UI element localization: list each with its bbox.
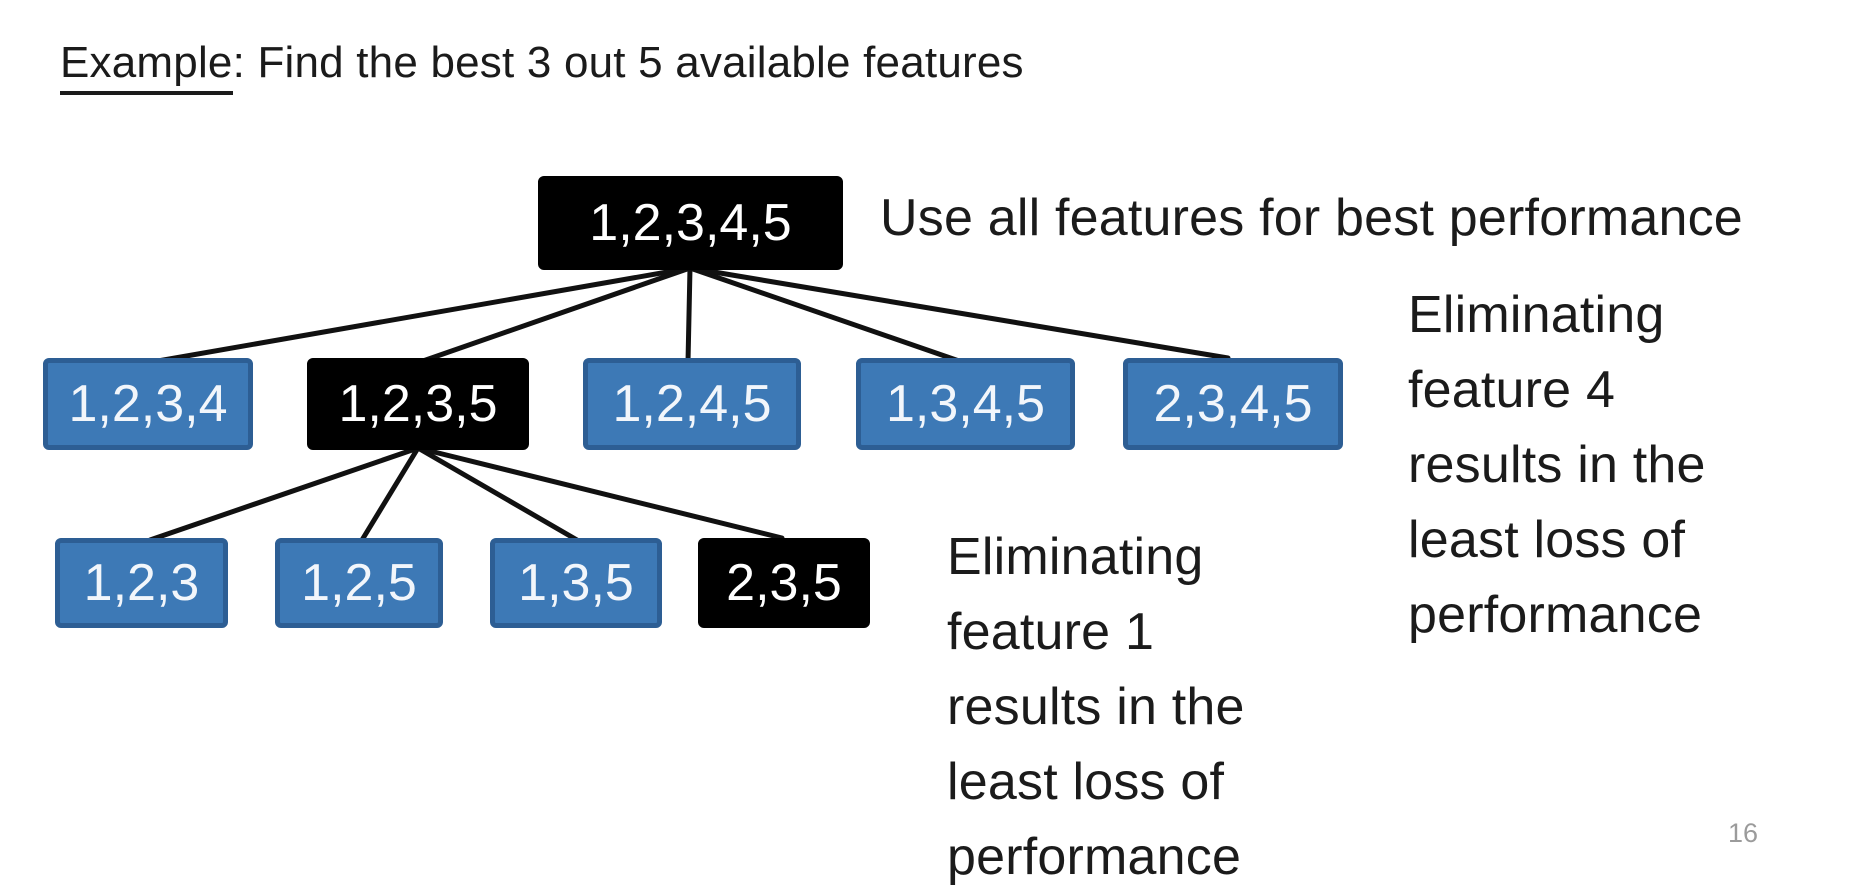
edge-root-to-1245 <box>685 265 693 365</box>
tree-node-235-label: 2,3,5 <box>726 554 842 612</box>
annotation-line: least loss of <box>1408 511 1686 569</box>
annotation-line: results in the <box>1408 436 1706 494</box>
slide-title: Example: Find the best 3 out 5 available… <box>60 38 1024 95</box>
annotation-eliminate-feature-1: Eliminating feature 1 results in the lea… <box>947 520 1245 894</box>
tree-node-2345-label: 2,3,4,5 <box>1153 375 1313 433</box>
annotation-eliminate-feature-4: Eliminating feature 4 results in the lea… <box>1408 278 1706 653</box>
tree-node-1234: 1,2,3,4 <box>43 358 253 450</box>
slide-title-rest: : Find the best 3 out 5 available featur… <box>232 38 1024 87</box>
edge-1235-to-135 <box>415 445 580 543</box>
annotation-line: results in the <box>947 678 1245 736</box>
tree-node-1234-label: 1,2,3,4 <box>68 375 228 433</box>
edge-root-to-1235 <box>417 265 693 365</box>
annotation-line: Eliminating <box>947 528 1204 586</box>
edge-root-to-1234 <box>149 265 693 365</box>
edge-root-to-2345 <box>687 265 1231 361</box>
slide-title-underlined-word: Example <box>60 38 233 95</box>
annotation-line: feature 1 <box>947 603 1155 661</box>
edge-1235-to-235 <box>415 445 785 541</box>
tree-node-125-label: 1,2,5 <box>301 554 417 612</box>
annotation-line: performance <box>1408 586 1703 644</box>
annotation-line: least loss of <box>947 753 1225 811</box>
tree-node-1345: 1,3,4,5 <box>856 358 1075 450</box>
tree-node-root-label: 1,2,3,4,5 <box>589 194 792 252</box>
tree-node-1235: 1,2,3,5 <box>307 358 529 450</box>
tree-node-125: 1,2,5 <box>275 538 443 628</box>
tree-node-1345-label: 1,3,4,5 <box>885 375 1046 433</box>
edge-1235-to-123 <box>147 445 421 543</box>
annotation-line: Eliminating <box>1408 286 1665 344</box>
annotation-root-note: Use all features for best performance <box>880 189 1743 247</box>
tree-node-root: 1,2,3,4,5 <box>538 176 843 270</box>
tree-node-235: 2,3,5 <box>698 538 870 628</box>
page-number: 16 <box>1728 818 1759 848</box>
tree-node-123-label: 1,2,3 <box>83 554 200 612</box>
tree-node-2345: 2,3,4,5 <box>1123 358 1343 450</box>
edge-root-to-1345 <box>687 265 965 365</box>
annotation-line: feature 4 <box>1408 361 1616 419</box>
tree-node-123: 1,2,3 <box>55 538 228 628</box>
tree-node-1235-label: 1,2,3,5 <box>338 375 498 433</box>
annotation-line: performance <box>947 828 1242 886</box>
tree-node-1245-label: 1,2,4,5 <box>612 375 772 433</box>
tree-node-1245: 1,2,4,5 <box>583 358 801 450</box>
edge-1235-to-125 <box>359 445 421 543</box>
tree-node-135: 1,3,5 <box>490 538 662 628</box>
tree-node-135-label: 1,3,5 <box>518 554 634 612</box>
